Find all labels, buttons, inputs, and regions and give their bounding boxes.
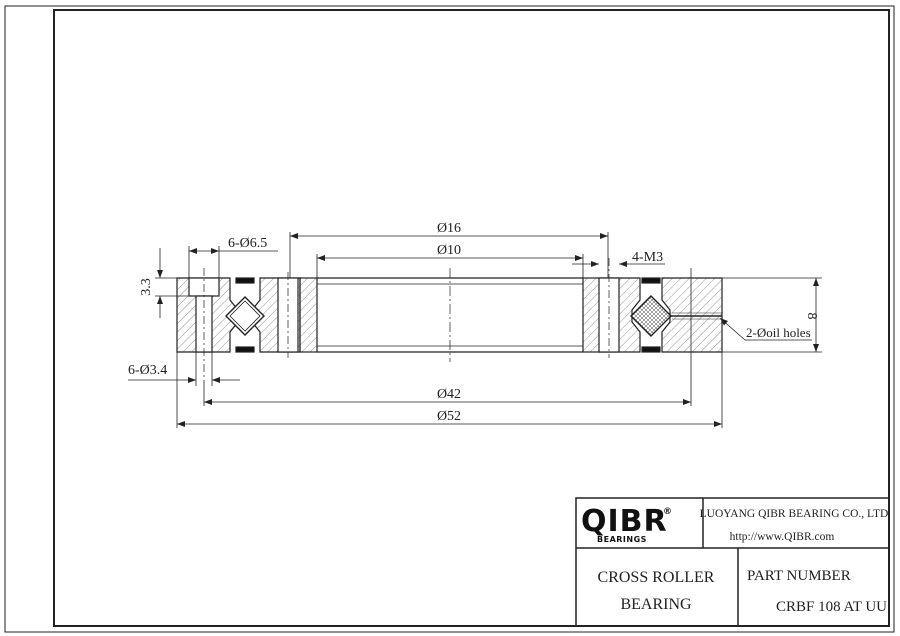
inner-border bbox=[53, 9, 890, 627]
dim-height-8: 8 bbox=[804, 313, 819, 320]
right-seal-bottom bbox=[641, 346, 661, 353]
company-name: LUOYANG QIBR BEARING CO., LTD bbox=[700, 508, 889, 520]
right-roller bbox=[630, 295, 672, 337]
dim-oil-holes: 2-Øoil holes bbox=[746, 325, 811, 340]
logo: QIBR ® BEARINGS bbox=[581, 504, 672, 544]
dim-d10: Ø10 bbox=[437, 243, 461, 258]
dim-d42: Ø42 bbox=[437, 387, 461, 402]
product-line-2: BEARING bbox=[620, 596, 692, 613]
dim-d16: Ø16 bbox=[437, 221, 461, 236]
dim-height-33: 3.3 bbox=[139, 278, 154, 296]
right-outer-ring bbox=[661, 277, 723, 353]
dim-d52: Ø52 bbox=[437, 409, 461, 424]
product-line-1: CROSS ROLLER bbox=[598, 569, 715, 586]
logo-mark: ® bbox=[663, 507, 672, 517]
dim-holes-34: 6-Ø3.4 bbox=[128, 363, 167, 378]
left-seal-top bbox=[235, 277, 255, 284]
outer-border bbox=[4, 5, 895, 633]
title-block bbox=[575, 497, 890, 627]
logo-sub: BEARINGS bbox=[597, 535, 647, 544]
right-seal-top bbox=[641, 277, 661, 284]
part-number-value: CRBF 108 AT UU bbox=[776, 599, 887, 615]
logo-text: QIBR bbox=[581, 504, 668, 539]
dim-thread: 4-M3 bbox=[632, 250, 663, 265]
left-roller bbox=[225, 296, 265, 336]
left-seal-bottom bbox=[235, 346, 255, 353]
company-website: http://www.QIBR.com bbox=[730, 531, 835, 543]
bearing-section bbox=[176, 258, 723, 380]
part-number-label: PART NUMBER bbox=[747, 568, 851, 584]
dim-holes-65: 6-Ø6.5 bbox=[228, 236, 267, 251]
right-bore-wall bbox=[582, 277, 601, 353]
left-bore-wall bbox=[299, 277, 318, 353]
